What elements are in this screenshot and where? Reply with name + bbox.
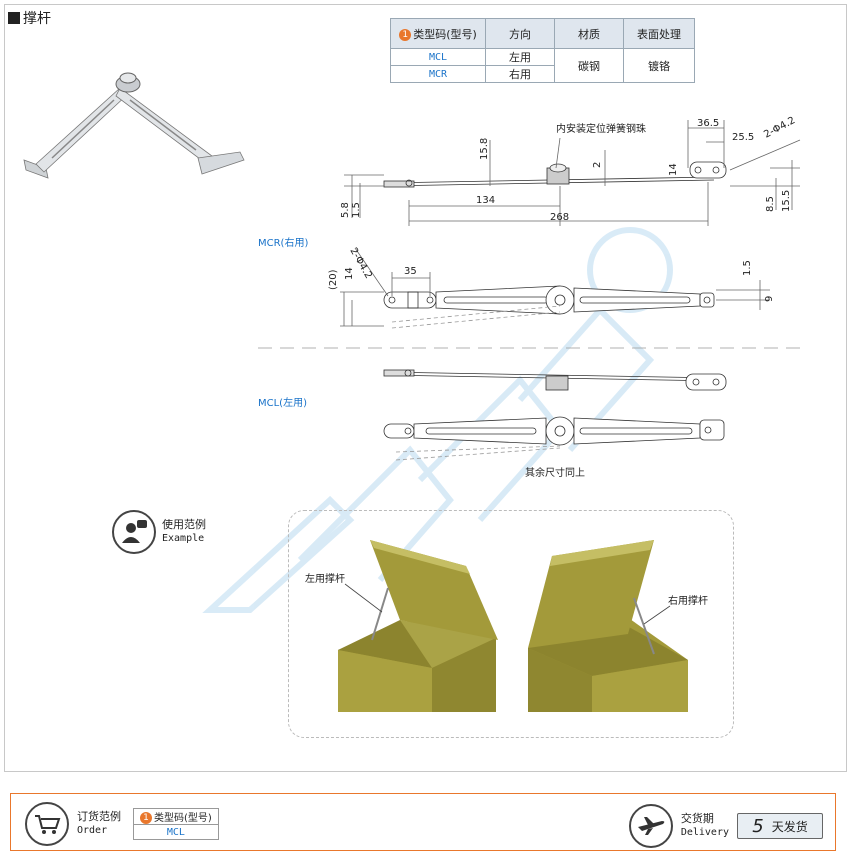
- mcr-plan-drawing: [340, 247, 770, 329]
- dim-25-5: 25.5: [732, 132, 754, 143]
- dim-14-top: 14: [668, 163, 679, 176]
- dim-14-mcr: 14: [344, 267, 355, 280]
- dim-134: 134: [476, 195, 495, 206]
- delivery-en-label: Delivery: [680, 827, 729, 838]
- dim-1-5-top: 1.5: [351, 202, 362, 218]
- delivery-cn-label: 交货期: [680, 812, 714, 825]
- right-use-label: 右用撑杆: [668, 594, 708, 607]
- delivery-section: 交货期 Delivery 5 天发货: [628, 804, 823, 848]
- user-chat-icon: [112, 510, 156, 554]
- spec-material-cell: 碳钢: [554, 48, 624, 83]
- page-title: 撑杆: [8, 8, 51, 28]
- rest-dims-note: 其余尺寸同上: [525, 466, 585, 479]
- delivery-days-unit: 天发货: [771, 819, 808, 834]
- product-photo: [23, 72, 245, 179]
- order-en-label: Order: [77, 825, 108, 836]
- left-use-label: 左用撑杆: [305, 572, 345, 585]
- dim-1-5-mcr: 1.5: [742, 260, 753, 276]
- example-scene-frame: [288, 510, 734, 738]
- mcl-label: MCL(左用): [258, 396, 307, 409]
- example-en-label: Example: [162, 533, 205, 544]
- dim-5-8: 5.8: [340, 202, 351, 218]
- right-box-scene: [528, 540, 688, 712]
- delivery-days-value: 5: [752, 815, 764, 837]
- mcl-drawing: [383, 369, 727, 461]
- dim-15-8: 15.8: [479, 138, 490, 160]
- dim-15-5: 15.5: [781, 190, 792, 212]
- spec-header-direction: 方向: [485, 18, 555, 49]
- dim-268: 268: [550, 212, 569, 223]
- dim-9: 9: [764, 296, 775, 302]
- dim-hole-top: 2-Φ4.2: [762, 115, 797, 141]
- page-frame: [4, 4, 847, 772]
- order-value-cell: MCL: [133, 824, 219, 840]
- title-square-icon: [8, 12, 20, 24]
- left-box-scene: [338, 540, 498, 712]
- dim-20: (20): [328, 269, 339, 290]
- spec-header-finish: 表面处理: [623, 18, 695, 49]
- order-cn-label: 订货范例: [77, 810, 121, 823]
- ball-note-label: 内安装定位弹簧钢珠: [556, 122, 646, 135]
- example-heading: 使用范例 Example: [112, 510, 206, 554]
- spec-finish-cell: 镀铬: [623, 48, 695, 83]
- spec-header-material: 材质: [554, 18, 624, 49]
- example-cn-label: 使用范例: [162, 518, 206, 531]
- top-elevation-drawing: [344, 120, 801, 226]
- delivery-days-badge: 5 天发货: [737, 813, 823, 839]
- dim-2: 2: [592, 162, 603, 168]
- cart-icon: [25, 802, 69, 846]
- page-title-text: 撑杆: [23, 11, 51, 27]
- mcr-label: MCR(右用): [258, 236, 308, 249]
- dim-35: 35: [404, 266, 417, 277]
- number-badge-icon: 1: [399, 28, 412, 41]
- airplane-icon: [628, 804, 673, 848]
- spec-direction-cell: 右用: [485, 65, 555, 83]
- dim-8-5: 8.5: [765, 196, 776, 212]
- number-badge-icon: 1: [140, 812, 152, 824]
- dim-36-5: 36.5: [697, 118, 719, 129]
